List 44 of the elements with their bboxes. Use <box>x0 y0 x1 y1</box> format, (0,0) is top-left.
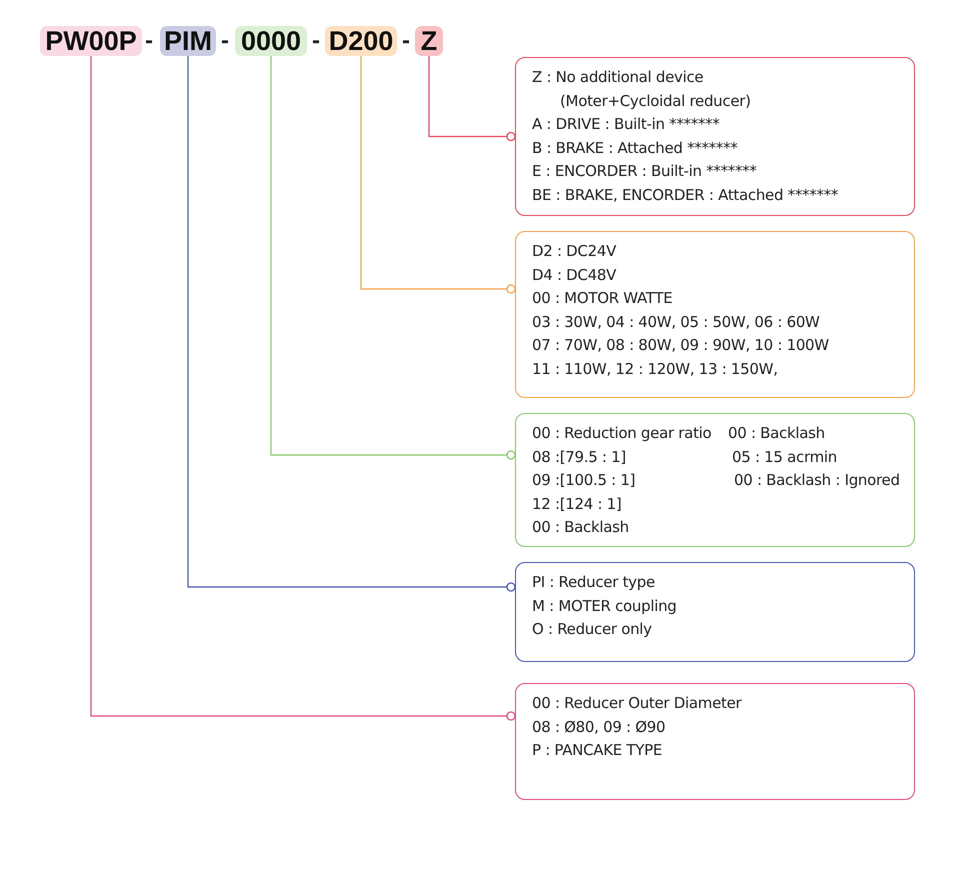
option-text: D2 : DC24V <box>532 241 618 262</box>
option-text: 09 :[100.5 : 1] <box>532 470 636 491</box>
code-segment: PIM <box>160 26 216 56</box>
option-text: 00 : Backlash <box>532 517 630 538</box>
option-text: 00 : Reduction gear ratio <box>532 423 712 444</box>
option-text: 08 : Ø80, 09 : Ø90 <box>532 716 666 738</box>
code-segment: D200 <box>325 26 397 56</box>
leader-line <box>90 56 516 721</box>
option-text: D4 : DC48V <box>532 264 618 286</box>
leader-line <box>428 56 516 142</box>
option-box <box>515 231 915 398</box>
option-text: O : Reducer only <box>532 619 653 640</box>
option-text: 00 : Backlash <box>728 423 826 444</box>
option-text: 03 : 30W, 04 : 40W, 05 : 50W, 06 : 60W <box>532 312 821 332</box>
option-text: 08 :[79.5 : 1] <box>532 446 627 468</box>
option-text: PI : Reducer type <box>532 572 656 593</box>
option-text: 00 : Reducer Outer Diameter <box>532 693 743 714</box>
option-text: BE : BRAKE, ENCORDER : Attached ******* <box>532 184 840 206</box>
separator-dash: - <box>312 26 320 56</box>
option-box <box>515 57 915 216</box>
option-text: M : MOTER coupling <box>532 596 678 616</box>
leader-line <box>187 56 516 592</box>
option-text: E : ENCORDER : Built-in ******* <box>532 161 758 182</box>
option-text: 12 :[124 : 1] <box>532 494 622 514</box>
leader-line <box>360 56 516 294</box>
code-segment: Z <box>415 26 443 56</box>
option-box <box>515 683 915 800</box>
option-text: Z : No additional device (Moter+Cycloidal reducer) <box>532 67 752 112</box>
separator-dash: - <box>402 26 410 56</box>
option-text: P : PANCAKE TYPE <box>532 740 664 761</box>
option-text: 00 : Backlash : Ignored <box>733 470 900 491</box>
option-text: 00 : MOTOR WATTE <box>532 288 674 309</box>
option-box <box>515 562 915 662</box>
option-text: 11 : 110W, 12 : 120W, 13 : 150W, <box>532 358 779 380</box>
option-box <box>515 413 915 547</box>
code-segment: PW00P <box>40 26 142 56</box>
separator-dash: - <box>145 26 153 56</box>
leader-line <box>270 56 516 460</box>
separator-dash: - <box>221 26 229 56</box>
code-segment: 0000 <box>235 26 307 56</box>
option-text: B : BRAKE : Attached ******* <box>532 138 738 158</box>
option-text: 07 : 70W, 08 : 80W, 09 : 90W, 10 : 100W <box>532 335 830 356</box>
option-text: A : DRIVE : Built-in ******* <box>532 114 721 135</box>
option-text: 05 : 15 acrmin <box>731 446 838 468</box>
